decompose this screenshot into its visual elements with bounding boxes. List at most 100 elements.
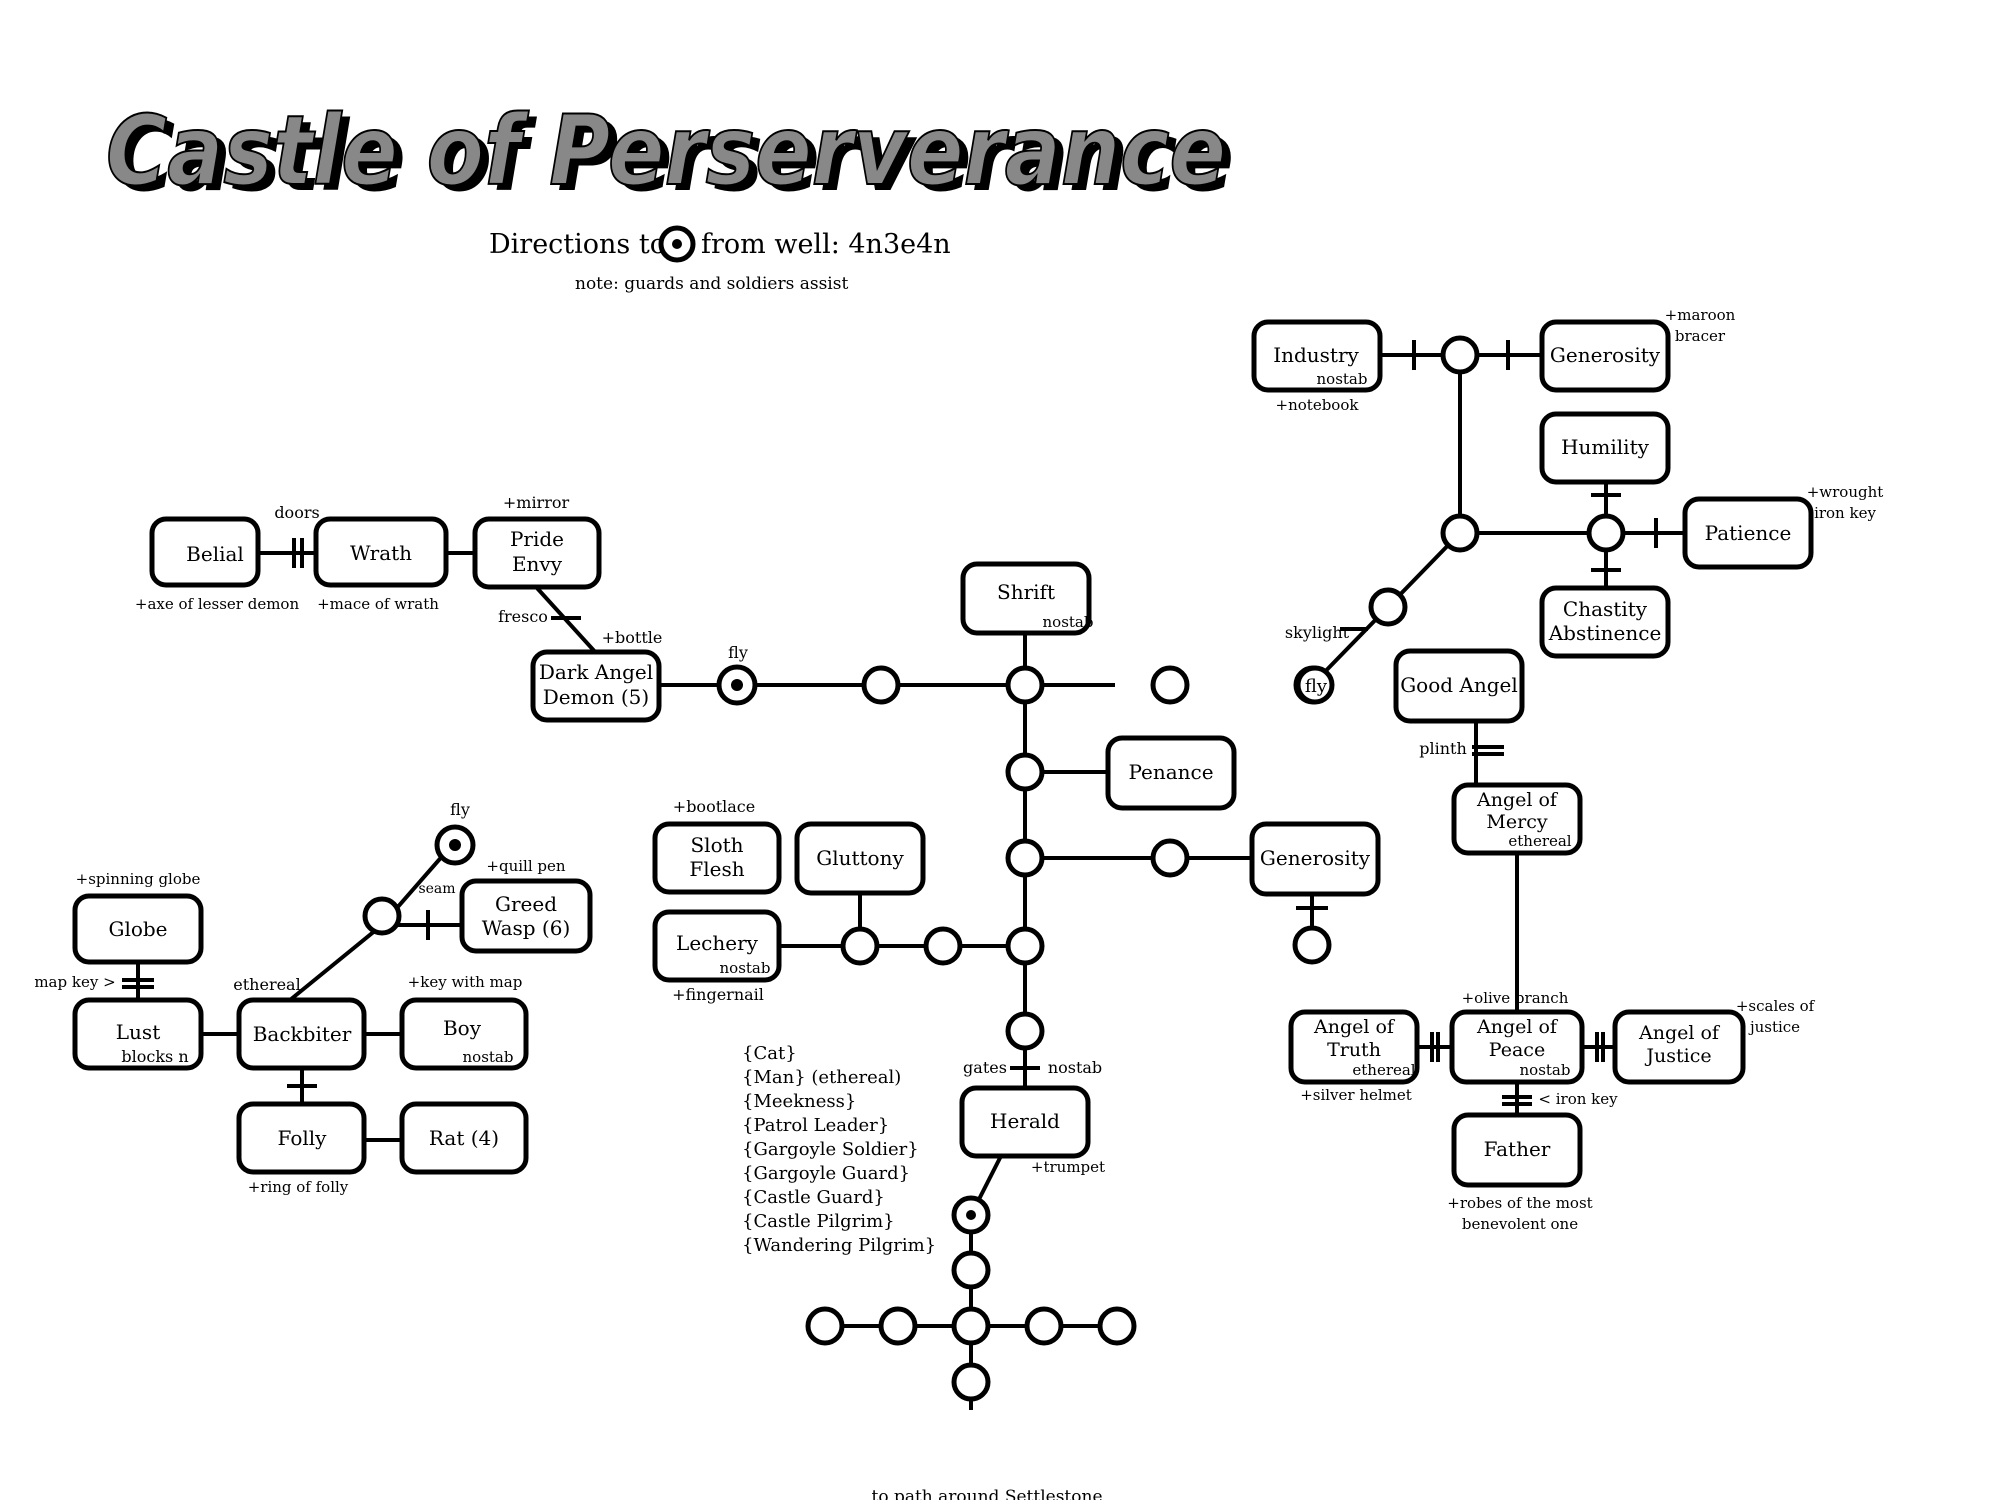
room-note: nostab	[1317, 370, 1368, 388]
room-generosity-top: Generosity	[1539, 319, 1671, 393]
junction-node	[951, 1362, 991, 1402]
label-ethereal: ethereal	[233, 975, 300, 994]
junction-node	[1005, 838, 1045, 878]
room-name: Belial	[186, 542, 244, 566]
room-name: Dark Angel	[539, 660, 653, 684]
junction-node	[840, 926, 880, 966]
room-dark-angel: Dark Angel Demon (5)	[530, 649, 662, 723]
room-name: Good Angel	[1400, 673, 1518, 697]
room-herald: Herald	[959, 1085, 1091, 1159]
room-name: Rat (4)	[429, 1126, 499, 1150]
label-wrought: +wrought	[1807, 483, 1884, 501]
junction-node	[1005, 1011, 1045, 1051]
room-name: Abstinence	[1548, 621, 1662, 645]
room-lust: Lust blocks n	[72, 997, 204, 1071]
room-name: Chastity	[1563, 597, 1648, 621]
directions-note: note: guards and soldiers assist	[575, 274, 848, 294]
junction-node	[1292, 925, 1332, 965]
mob-list-item: {Gargoyle Soldier}	[742, 1139, 919, 1160]
label-doors: doors	[274, 503, 319, 522]
door-markers	[122, 340, 1658, 1106]
junction-node	[1005, 665, 1045, 705]
target-icon	[658, 225, 696, 263]
junction-node	[1440, 513, 1480, 553]
directions-suffix: from well: 4n3e4n	[701, 229, 951, 260]
mob-list-item: {Man} (ethereal)	[742, 1067, 901, 1088]
room-belial: Belial	[149, 516, 261, 588]
label-quill: +quill pen	[486, 857, 565, 875]
label-scales: +scales of	[1736, 997, 1816, 1015]
room-note: nostab	[720, 959, 771, 977]
room-name: Mercy	[1486, 811, 1547, 833]
room-folly: Folly	[236, 1101, 367, 1175]
label-fingernail: +fingernail	[672, 985, 764, 1004]
label-ring-of-folly: +ring of folly	[248, 1178, 349, 1196]
label-key-with-map: +key with map	[408, 973, 523, 991]
room-name: Truth	[1327, 1039, 1381, 1061]
label-silver-helmet: +silver helmet	[1300, 1086, 1412, 1104]
junction-node	[1024, 1306, 1064, 1346]
room-note: nostab	[1043, 613, 1094, 631]
room-name: Father	[1484, 1137, 1551, 1161]
junction-node	[951, 1306, 991, 1346]
label-fly-left: fly	[450, 800, 470, 819]
junction-node	[1097, 1306, 1137, 1346]
mob-list: {Cat} {Man} (ethereal) {Meekness} {Patro…	[742, 1043, 936, 1256]
room-chastity: Chastity Abstinence	[1539, 585, 1671, 659]
room-angel-truth: Angel of Truth ethereal	[1288, 1009, 1420, 1085]
room-name: Angel of	[1313, 1016, 1396, 1038]
label-justice: justice	[1748, 1018, 1800, 1036]
label-fly: fly	[728, 643, 748, 662]
room-name: Justice	[1644, 1045, 1711, 1067]
room-name: Herald	[990, 1109, 1060, 1133]
mob-list-item: {Castle Pilgrim}	[742, 1211, 895, 1232]
room-pride-envy: Pride Envy	[472, 516, 602, 590]
junction-node	[878, 1306, 918, 1346]
label-bootlace: +bootlace	[673, 797, 755, 816]
room-name: Patience	[1705, 521, 1792, 545]
room-name: Penance	[1128, 760, 1213, 784]
label-notebook: +notebook	[1276, 396, 1360, 414]
room-name: Angel of	[1476, 1016, 1559, 1038]
mob-list-item: {Meekness}	[742, 1091, 856, 1112]
label-trumpet: +trumpet	[1031, 1158, 1105, 1176]
label-mirror: +mirror	[503, 493, 570, 512]
room-name: Wasp (6)	[482, 916, 571, 940]
room-name: Angel of	[1476, 789, 1559, 811]
label-seam: seam	[418, 881, 455, 897]
label-bottle: +bottle	[602, 628, 663, 647]
junction-node	[362, 896, 402, 936]
room-angel-mercy: Angel of Mercy ethereal	[1451, 782, 1583, 856]
page-title-shadow: Castle of Perserverance	[114, 101, 1234, 213]
room-name: Flesh	[689, 857, 744, 881]
room-name: Lechery	[676, 931, 759, 955]
mob-list-item: {Castle Guard}	[742, 1187, 885, 1208]
junction-node	[951, 1250, 991, 1290]
junction-node	[1368, 587, 1408, 627]
label-herald-nostab: nostab	[1048, 1058, 1102, 1077]
room-industry: Industry nostab	[1251, 319, 1383, 393]
junction-node	[1150, 838, 1190, 878]
room-rat: Rat (4)	[399, 1101, 529, 1175]
room-good-angel: Good Angel	[1393, 648, 1525, 724]
page-title: Castle of Perserverance	[106, 95, 1226, 207]
label-map-key: map key >	[34, 973, 115, 991]
room-patience: Patience	[1682, 496, 1814, 570]
mob-list-item: {Gargoyle Guard}	[742, 1163, 910, 1184]
label-iron-key-arrow: < iron key	[1538, 1090, 1618, 1108]
mob-list-item: {Wandering Pilgrim}	[742, 1235, 936, 1256]
room-backbiter: Backbiter	[236, 997, 367, 1071]
room-name: Industry	[1273, 343, 1359, 367]
junction-node	[1150, 665, 1190, 705]
label-benevolent: benevolent one	[1462, 1215, 1578, 1233]
room-angel-peace: Angel of Peace nostab	[1449, 1009, 1585, 1085]
label-spinning-globe: +spinning globe	[76, 870, 201, 888]
room-name: Wrath	[350, 541, 412, 565]
room-name: Boy	[443, 1016, 482, 1040]
room-angel-justice: Angel of Justice	[1612, 1009, 1746, 1085]
fly-node-label: fly	[1305, 676, 1328, 697]
label-skylight: skylight	[1285, 623, 1350, 642]
room-globe: Globe	[72, 893, 204, 965]
room-note: ethereal	[1508, 832, 1571, 850]
